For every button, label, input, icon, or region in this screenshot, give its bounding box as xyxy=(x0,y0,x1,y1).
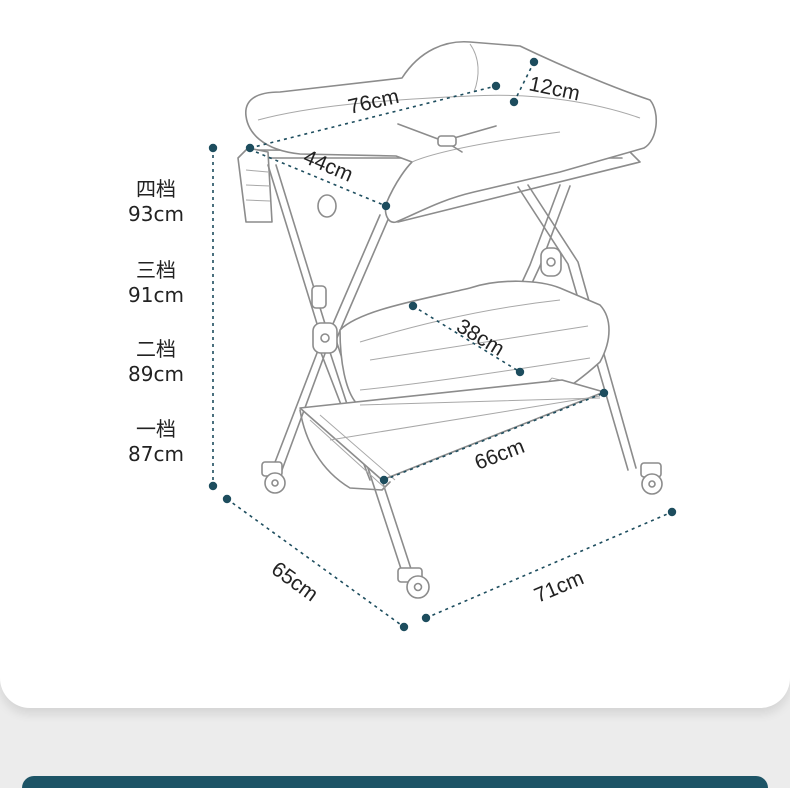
rail-height-line xyxy=(513,61,535,103)
changing-table-diagram: 76cm 12cm 44cm 38cm 66cm 65cm 71cm 四档 93… xyxy=(128,40,677,632)
level-3-value: 91cm xyxy=(128,283,184,307)
front-hinge xyxy=(312,322,338,354)
level-3-name: 三档 xyxy=(136,258,176,282)
basket-length-line xyxy=(383,392,605,481)
level-4-value: 93cm xyxy=(128,202,184,226)
changing-table-drawing xyxy=(237,40,663,599)
bottom-basket xyxy=(299,379,605,481)
level-1-name: 一档 xyxy=(136,417,176,441)
label-width: 71cm xyxy=(531,566,587,607)
top-width-line xyxy=(255,151,387,207)
width-line xyxy=(425,511,673,619)
next-section-strip xyxy=(22,776,768,788)
caster-wheels xyxy=(261,461,663,599)
level-2-value: 89cm xyxy=(128,362,184,386)
changing-pad xyxy=(245,40,657,224)
top-length-line xyxy=(249,85,497,149)
depth-line xyxy=(226,498,405,628)
bottle-holder xyxy=(317,194,337,218)
rear-hinge xyxy=(540,247,562,277)
level-2-name: 二档 xyxy=(136,337,176,361)
height-levels: 四档 93cm 三档 91cm 二档 89cm 一档 87cm xyxy=(128,177,184,466)
level-1-value: 87cm xyxy=(128,442,184,466)
level-4-name: 四档 xyxy=(136,177,176,201)
label-depth: 65cm xyxy=(267,557,322,606)
diagram-card: 76cm 12cm 44cm 38cm 66cm 65cm 71cm 四档 93… xyxy=(0,0,790,708)
dimension-lines xyxy=(208,57,677,632)
